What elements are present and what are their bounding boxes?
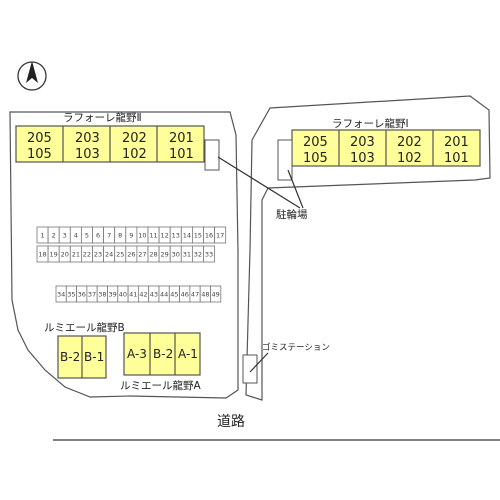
parking-space-number: 31 (183, 250, 191, 258)
room-203: 203 (75, 131, 100, 146)
room-202-b1: 202 (397, 135, 422, 150)
room-201: 201 (169, 131, 194, 146)
room-101-b1: 101 (444, 151, 469, 166)
parking-space-number: 32 (194, 250, 202, 258)
room-101: 101 (169, 147, 194, 162)
parking-space-number: 45 (170, 290, 178, 298)
parking-space-number: 11 (149, 231, 157, 239)
right-lot-outline (245, 95, 491, 401)
parking-space-number: 28 (149, 250, 157, 258)
parking-space-number: 36 (78, 290, 86, 298)
parking-space-number: 25 (116, 250, 124, 258)
unit-b1: B-1 (84, 350, 104, 364)
parking-space-number: 2 (52, 231, 56, 239)
parking-space-number: 4 (74, 231, 78, 239)
road-label: 道路 (217, 414, 245, 430)
parking-space-number: 21 (72, 250, 80, 258)
parking-space-number: 30 (172, 250, 180, 258)
room-205-b1: 205 (303, 135, 328, 150)
parking-space-number: 42 (139, 290, 147, 298)
unit-b2: B-2 (60, 350, 80, 364)
unit-a3: A-3 (127, 347, 147, 361)
parking-space-number: 1 (40, 231, 44, 239)
parking-space-number: 17 (216, 231, 224, 239)
parking-space-number: 19 (50, 250, 58, 258)
north-arrow-icon (17, 61, 47, 91)
building-1: 205 105 203 103 202 102 201 101 (291, 129, 481, 167)
room-102-b1: 102 (397, 151, 422, 166)
parking-space-number: 10 (138, 231, 146, 239)
parking-space-number: 23 (94, 250, 102, 258)
building-2-name: ラフォーレ龍野Ⅱ (63, 111, 142, 124)
room-103-b1: 103 (350, 151, 375, 166)
parking-space-number: 48 (201, 290, 209, 298)
parking-space-number: 3 (63, 231, 67, 239)
room-102: 102 (122, 147, 147, 162)
bicycle-shed-left (204, 139, 220, 171)
parking-space (203, 245, 216, 263)
lumiere-b-name: ルミエール龍野B (44, 321, 125, 334)
parking-space-number: 24 (105, 250, 113, 258)
parking-space-number: 9 (129, 231, 133, 239)
bicycle-leader-right (287, 169, 304, 209)
parking-space-number: 6 (96, 231, 100, 239)
room-202: 202 (122, 131, 147, 146)
garbage-station (242, 354, 258, 384)
parking-space-number: 18 (38, 250, 46, 258)
room-205: 205 (27, 131, 52, 146)
parking-space-number: 34 (57, 290, 65, 298)
garbage-leader (249, 352, 269, 373)
parking-space-number: 16 (205, 231, 213, 239)
garbage-station-label: ゴミステーション (262, 342, 330, 353)
lumiere-b-building: B-2 B-1 (57, 335, 107, 379)
parking-space-number: 15 (194, 231, 202, 239)
parking-space-number: 13 (172, 231, 180, 239)
parking-space-number: 27 (138, 250, 146, 258)
room-105-b1: 105 (303, 151, 328, 166)
room-201-b1: 201 (444, 135, 469, 150)
building-1-name: ラフォーレ龍野Ⅰ (332, 117, 409, 130)
bicycle-parking-label: 駐輪場 (276, 208, 308, 221)
parking-space-number: 35 (67, 290, 75, 298)
parking-space-number: 22 (83, 250, 91, 258)
parking-space-number: 14 (183, 231, 191, 239)
parking-space-number: 5 (85, 231, 89, 239)
room-203-b1: 203 (350, 135, 375, 150)
unit-a1: A-1 (178, 347, 198, 361)
parking-space-number: 29 (161, 250, 169, 258)
parking-space-number: 20 (61, 250, 69, 258)
parking-space-number: 43 (150, 290, 158, 298)
parking-space-number: 26 (127, 250, 135, 258)
parking-space (214, 226, 227, 244)
parking-space-number: 33 (205, 250, 213, 258)
parking-space-number: 47 (191, 290, 199, 298)
parking-space-number: 12 (161, 231, 169, 239)
parking-space (210, 285, 222, 303)
building-2: 205 105 203 103 202 102 201 101 (15, 125, 205, 163)
room-105: 105 (27, 147, 52, 162)
parking-space-number: 8 (118, 231, 122, 239)
parking-space-number: 40 (119, 290, 127, 298)
unit-a-b2: B-2 (153, 347, 173, 361)
parking-space-number: 46 (181, 290, 189, 298)
lumiere-a-name: ルミエール龍野A (120, 379, 201, 392)
parking-space-number: 7 (107, 231, 111, 239)
parking-space-number: 38 (98, 290, 106, 298)
parking-space-number: 41 (129, 290, 137, 298)
parking-space-number: 39 (109, 290, 117, 298)
room-103: 103 (75, 147, 100, 162)
parking-space-number: 49 (212, 290, 220, 298)
lumiere-a-building: A-3 B-2 A-1 (123, 332, 201, 376)
parking-space-number: 37 (88, 290, 96, 298)
bicycle-leader-left (217, 156, 301, 209)
parking-space-number: 44 (160, 290, 168, 298)
